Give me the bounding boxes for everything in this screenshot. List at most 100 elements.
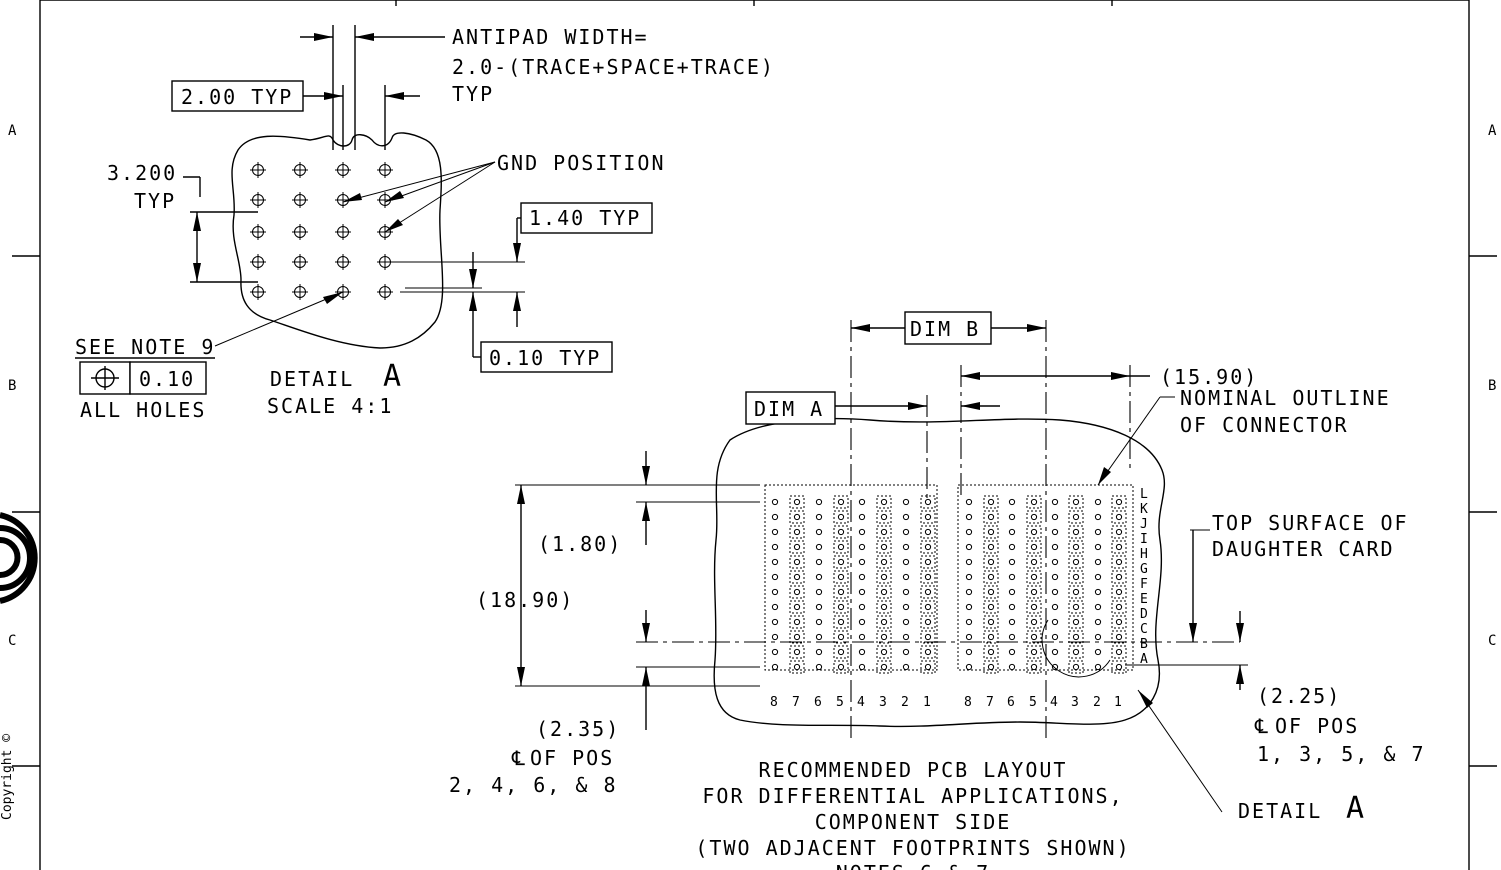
pin-hole	[902, 588, 910, 596]
pin-hole	[1094, 558, 1102, 566]
pin-hole	[1068, 660, 1084, 674]
position-tolerance-value: 0.10	[139, 367, 195, 391]
pin-hole	[965, 648, 973, 656]
pin-hole	[983, 630, 999, 644]
column-number: 5	[836, 695, 844, 710]
gnd-position-label: GND POSITION	[497, 151, 666, 175]
pin-hole	[983, 510, 999, 524]
pin-hole	[876, 585, 892, 599]
pin-hole	[920, 645, 936, 659]
via-hole	[292, 224, 308, 240]
pin-hole	[1008, 663, 1016, 671]
pin-hole	[1111, 630, 1127, 644]
pin-hole	[833, 495, 849, 509]
offset-dimension-label: 1.40 TYP	[529, 206, 641, 230]
pin-hole	[815, 498, 823, 506]
all-holes-label: ALL HOLES	[80, 398, 206, 422]
pin-hole	[789, 495, 805, 509]
pin-hole	[858, 528, 866, 536]
pin-hole	[1111, 570, 1127, 584]
via-hole	[292, 192, 308, 208]
pin-hole	[789, 510, 805, 524]
pin-hole	[1008, 573, 1016, 581]
pin-hole	[920, 525, 936, 539]
pin-hole	[983, 585, 999, 599]
column-number: 4	[1050, 695, 1058, 710]
dim-b-label: DIM B	[910, 317, 980, 341]
pin-hole	[876, 645, 892, 659]
pin-hole	[858, 633, 866, 641]
dim-1-80: (1.80)	[538, 532, 622, 556]
small-offset-dimension-label: 0.10 TYP	[489, 346, 601, 370]
pin-hole	[1026, 555, 1042, 569]
pin-hole	[771, 543, 779, 551]
pin-hole	[965, 588, 973, 596]
pin-hole	[902, 498, 910, 506]
column-number: 3	[1071, 695, 1079, 710]
pin-hole	[965, 573, 973, 581]
pin-hole	[1051, 498, 1059, 506]
pin-hole	[858, 498, 866, 506]
pin-hole	[1026, 660, 1042, 674]
row-letter: H	[1140, 547, 1148, 562]
pin-hole	[789, 615, 805, 629]
pin-hole	[876, 540, 892, 554]
pin-hole	[858, 603, 866, 611]
pin-hole	[771, 498, 779, 506]
zone-b-right: B	[1488, 378, 1496, 394]
footprint-break-outline	[713, 417, 1166, 728]
pin-hole	[1026, 495, 1042, 509]
pin-hole	[1068, 570, 1084, 584]
pin-hole	[876, 600, 892, 614]
pin-hole	[1026, 600, 1042, 614]
pin-hole	[771, 573, 779, 581]
column-number: 3	[879, 695, 887, 710]
via-hole	[250, 284, 266, 300]
pin-hole	[1051, 588, 1059, 596]
via-hole	[250, 254, 266, 270]
detail-a-scale: SCALE 4:1	[267, 394, 393, 418]
pin-hole	[1008, 543, 1016, 551]
pin-hole	[833, 660, 849, 674]
pin-hole	[1051, 513, 1059, 521]
nominal-outline-line2: OF CONNECTOR	[1180, 413, 1349, 437]
row-letter: B	[1140, 637, 1148, 652]
pin-hole	[1068, 510, 1084, 524]
pin-hole	[1008, 633, 1016, 641]
pin-hole	[965, 513, 973, 521]
via-hole	[377, 162, 393, 178]
pin-hole	[1008, 618, 1016, 626]
pin-hole	[789, 585, 805, 599]
pin-hole	[983, 600, 999, 614]
pin-hole	[1068, 615, 1084, 629]
pin-hole	[983, 615, 999, 629]
pin-hole	[920, 510, 936, 524]
pin-hole	[920, 540, 936, 554]
via-hole	[335, 162, 351, 178]
pin-hole	[876, 615, 892, 629]
column-number: 1	[1114, 695, 1122, 710]
pin-hole	[1008, 498, 1016, 506]
pin-hole	[1111, 555, 1127, 569]
pin-hole	[815, 573, 823, 581]
pin-hole	[833, 525, 849, 539]
pin-hole	[1068, 645, 1084, 659]
pin-hole	[1051, 573, 1059, 581]
row-letter: E	[1140, 592, 1148, 607]
pin-hole	[1068, 540, 1084, 554]
pin-hole	[1026, 525, 1042, 539]
pin-hole	[902, 558, 910, 566]
centerline-left-line1: OF POS	[530, 746, 614, 770]
pin-hole	[1094, 498, 1102, 506]
caption-line3: COMPONENT SIDE	[815, 810, 1012, 834]
via-hole	[250, 224, 266, 240]
pin-hole	[858, 543, 866, 551]
zone-a-right: A	[1488, 123, 1497, 139]
company-logo	[0, 512, 38, 604]
pin-hole	[876, 555, 892, 569]
pin-hole	[833, 630, 849, 644]
pin-hole	[771, 663, 779, 671]
pin-hole	[1111, 495, 1127, 509]
pin-hole	[876, 570, 892, 584]
pin-hole	[1068, 585, 1084, 599]
